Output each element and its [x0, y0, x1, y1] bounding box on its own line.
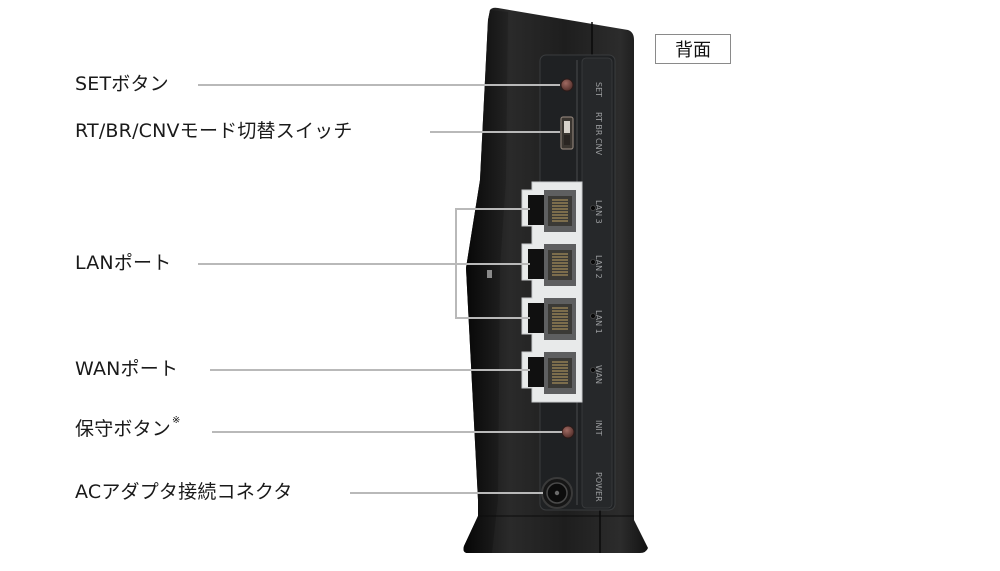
wan-marking: WAN [594, 365, 603, 384]
lan3-marking: LAN 3 [594, 200, 603, 224]
mode-switch-illustration [560, 116, 574, 150]
note-mark: ※ [172, 415, 181, 426]
leader-line-maintenance [212, 431, 562, 433]
lan1-marking: LAN 1 [594, 310, 603, 334]
view-tag-text: 背面 [675, 40, 711, 61]
label-maintenance-text: 保守ボタン [75, 418, 172, 440]
set-marking: SET [594, 82, 603, 97]
set-button-illustration [560, 78, 574, 92]
leader-line-mode [430, 131, 560, 133]
lan-bracket-arm-2 [455, 263, 530, 265]
lan2-marking: LAN 2 [594, 255, 603, 279]
logo-mark [487, 270, 492, 278]
leader-line-set [198, 84, 560, 86]
lan-bracket-arm-3 [455, 208, 530, 210]
label-wan-port: WANポート [75, 358, 179, 380]
leader-line-lan [198, 263, 456, 265]
label-lan-port: LANポート [75, 252, 172, 274]
mode-marking: RT BR CNV [594, 112, 603, 156]
view-tag-rear: 背面 [655, 34, 731, 64]
ac-connector-illustration [541, 477, 573, 509]
leader-line-ac [350, 492, 543, 494]
label-mode-switch: RT/BR/CNVモード切替スイッチ [75, 120, 353, 142]
label-maintenance-button: 保守ボタン※ [75, 416, 181, 440]
maintenance-button-illustration [561, 425, 575, 439]
label-set-button: SETボタン [75, 73, 169, 95]
ethernet-ports-illustration [521, 181, 596, 403]
label-ac-connector: ACアダプタ接続コネクタ [75, 481, 293, 503]
lan-bracket-arm-1 [455, 317, 530, 319]
init-marking: INIT [594, 420, 603, 436]
leader-line-wan [210, 369, 530, 371]
power-marking: POWER [594, 472, 603, 502]
